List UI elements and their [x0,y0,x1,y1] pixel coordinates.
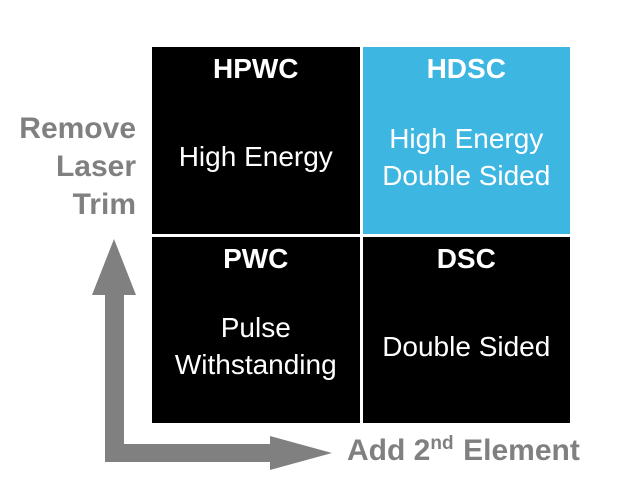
up-arrow-icon [92,239,136,295]
right-arrow-shaft [105,444,271,462]
quadrant-hdsc: HDSC High Energy Double Sided [362,47,571,234]
quadrant-pwc-title: PWC [223,242,289,274]
quadrant-dsc-line-1: Double Sided [382,330,551,362]
quadrant-pwc-line-1: Pulse [220,312,291,344]
right-arrow-icon [270,436,332,470]
quadrant-dsc: DSC Double Sided [362,236,571,424]
y-axis-label: Remove Laser Trim [0,110,136,224]
quadrant-pwc-line-2: Withstanding [174,349,337,381]
y-axis-label-line-2: Laser [55,150,136,183]
x-axis-label: Add 2nd Element [347,432,580,470]
quadrant-hdsc-line-2: Double Sided [382,159,551,191]
quadrant-hdsc-title: HDSC [426,53,506,84]
x-axis-label-suffix: Element [463,434,580,467]
quadrant-hpwc-line-1: High Energy [178,141,333,173]
quadrant-dsc-body: Double Sided [363,276,571,424]
y-axis-label-line-3: Trim [72,188,136,221]
quadrant-hdsc-line-1: High Energy [389,122,544,154]
quadrant-dsc-title: DSC [436,242,496,274]
y-axis-label-line-1: Remove [19,112,136,145]
x-axis-label-superscript: nd [430,433,454,454]
quadrant-hdsc-body: High Energy Double Sided [363,86,571,234]
quadrant-pwc: PWC Pulse Withstanding [152,236,360,424]
quadrant-hpwc-body: High Energy [152,86,360,234]
x-axis-label-prefix: Add 2 [347,434,431,467]
quadrant-hpwc: HPWC High Energy [152,47,360,234]
quadrant-pwc-body: Pulse Withstanding [152,276,360,424]
up-arrow-shaft [105,293,124,462]
quadrant-grid: HPWC High Energy HDSC High Energy Double… [152,47,570,423]
quadrant-hpwc-title: HPWC [212,53,299,84]
